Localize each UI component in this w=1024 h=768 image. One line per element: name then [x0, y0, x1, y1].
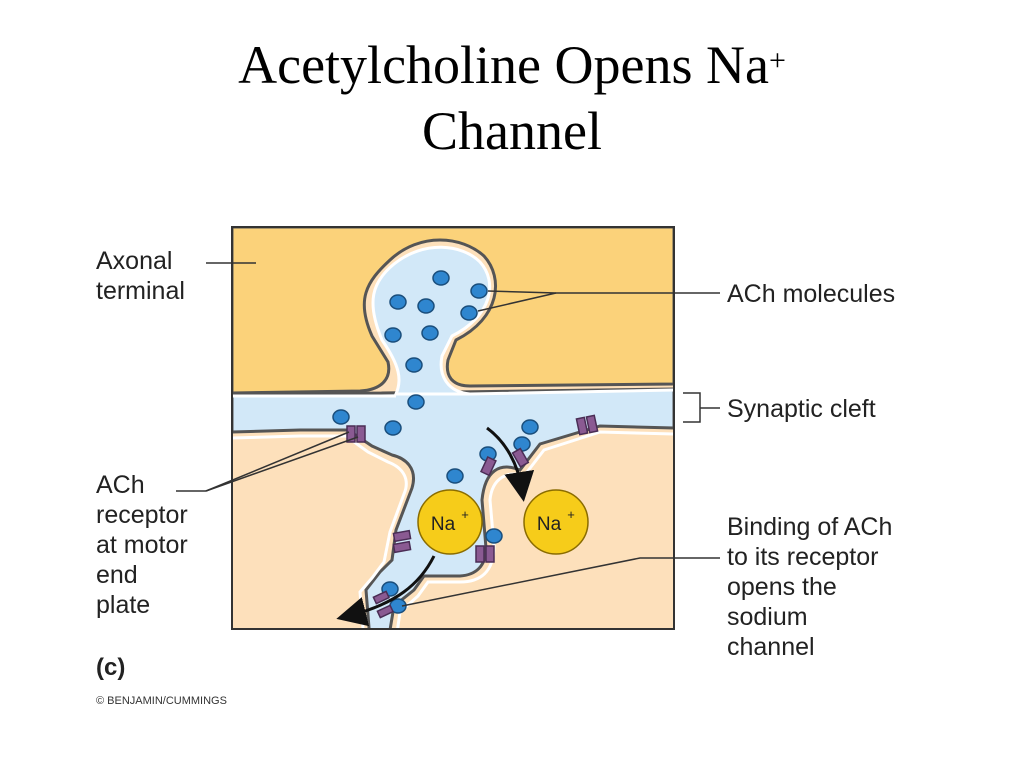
label-line: at motor — [96, 531, 188, 559]
leader-ach-molecules-a — [487, 290, 557, 294]
ach-receptor — [392, 529, 412, 543]
ach-molecule — [521, 419, 539, 435]
ach-molecule — [470, 283, 488, 299]
label-synaptic-cleft: Synaptic cleft — [727, 394, 876, 424]
ach-molecule — [384, 420, 402, 436]
title-line2: Channel — [422, 101, 602, 161]
ach-molecule — [460, 305, 478, 321]
ach-molecule — [405, 357, 423, 373]
ach-receptor — [346, 425, 356, 443]
leader-ach-receptor-b — [205, 436, 359, 492]
label-line: channel — [727, 633, 815, 661]
ach-molecule — [407, 394, 425, 410]
label-ach-molecules: ACh molecules — [727, 279, 895, 309]
ach-receptor — [356, 425, 366, 443]
ach-molecule — [446, 468, 464, 484]
ach-receptor — [376, 604, 395, 619]
ach-molecule — [384, 327, 402, 343]
ach-molecule — [389, 294, 407, 310]
ach-receptor — [575, 416, 589, 436]
na-ion-left: Na + — [417, 489, 483, 555]
diagram-frame — [231, 226, 675, 630]
panel-label-text: (c) — [96, 654, 126, 681]
label-line: ACh molecules — [727, 280, 896, 308]
ach-molecule — [417, 298, 435, 314]
na-flow-arrow-left — [336, 555, 436, 627]
ach-molecule-group — [332, 270, 539, 614]
leader-lines — [176, 262, 720, 607]
title-line1: Acetylcholine Opens Na — [238, 35, 769, 95]
ach-molecule — [332, 409, 350, 425]
label-line: terminal — [96, 277, 185, 305]
ach-molecule — [432, 270, 450, 286]
na-ion-right: Na + — [523, 489, 589, 555]
ach-receptor — [511, 447, 530, 468]
leader-ach-molecules-b — [477, 292, 557, 312]
ach-receptor — [372, 590, 391, 605]
label-line: end — [96, 561, 138, 589]
label-line: opens the — [727, 573, 837, 601]
label-line: Synaptic cleft — [727, 395, 876, 423]
panel-label: (c) — [96, 654, 125, 682]
label-binding: Binding of ACh to its receptor opens the… — [727, 512, 892, 662]
ach-receptor — [479, 456, 497, 477]
axonal-terminal-region — [232, 227, 674, 395]
label-line: Axonal — [96, 247, 173, 275]
label-axonal-terminal: Axonal terminal — [96, 246, 185, 306]
label-ach-receptor: ACh receptor at motor end plate — [96, 470, 188, 620]
leader-ach-receptor-a — [205, 431, 350, 492]
synaptic-cleft-bracket — [683, 392, 720, 423]
presynaptic-bulb — [371, 245, 492, 396]
label-line: receptor — [96, 501, 188, 529]
ach-receptor-group — [346, 414, 599, 619]
ach-molecule — [513, 436, 531, 452]
label-line: to its receptor — [727, 543, 879, 571]
ach-receptor — [475, 545, 485, 563]
slide-title: Acetylcholine Opens Na+ Channel — [0, 32, 1024, 164]
label-line: plate — [96, 591, 151, 619]
ach-molecule — [485, 528, 503, 544]
label-line: Binding of ACh — [727, 513, 893, 541]
title-superscript: + — [768, 44, 786, 77]
copyright-text: © BENJAMIN/CUMMINGS — [96, 695, 227, 707]
ach-receptor — [585, 414, 599, 434]
na-ion-charge: + — [461, 507, 469, 522]
copyright-notice: © BENJAMIN/CUMMINGS — [96, 695, 227, 707]
postsynaptic-membrane — [232, 434, 408, 629]
na-ion-label: Na — [431, 514, 456, 535]
na-ion-label: Na — [537, 514, 562, 535]
na-ion-charge: + — [567, 507, 575, 522]
cleft-membrane-top — [232, 388, 674, 398]
ach-receptor — [485, 545, 495, 563]
ach-molecule — [421, 325, 439, 341]
label-line: ACh — [96, 471, 145, 499]
na-flow-arrow-right — [486, 426, 535, 502]
label-line: sodium — [727, 603, 808, 631]
ach-receptor — [392, 540, 412, 554]
leader-binding — [401, 557, 720, 607]
